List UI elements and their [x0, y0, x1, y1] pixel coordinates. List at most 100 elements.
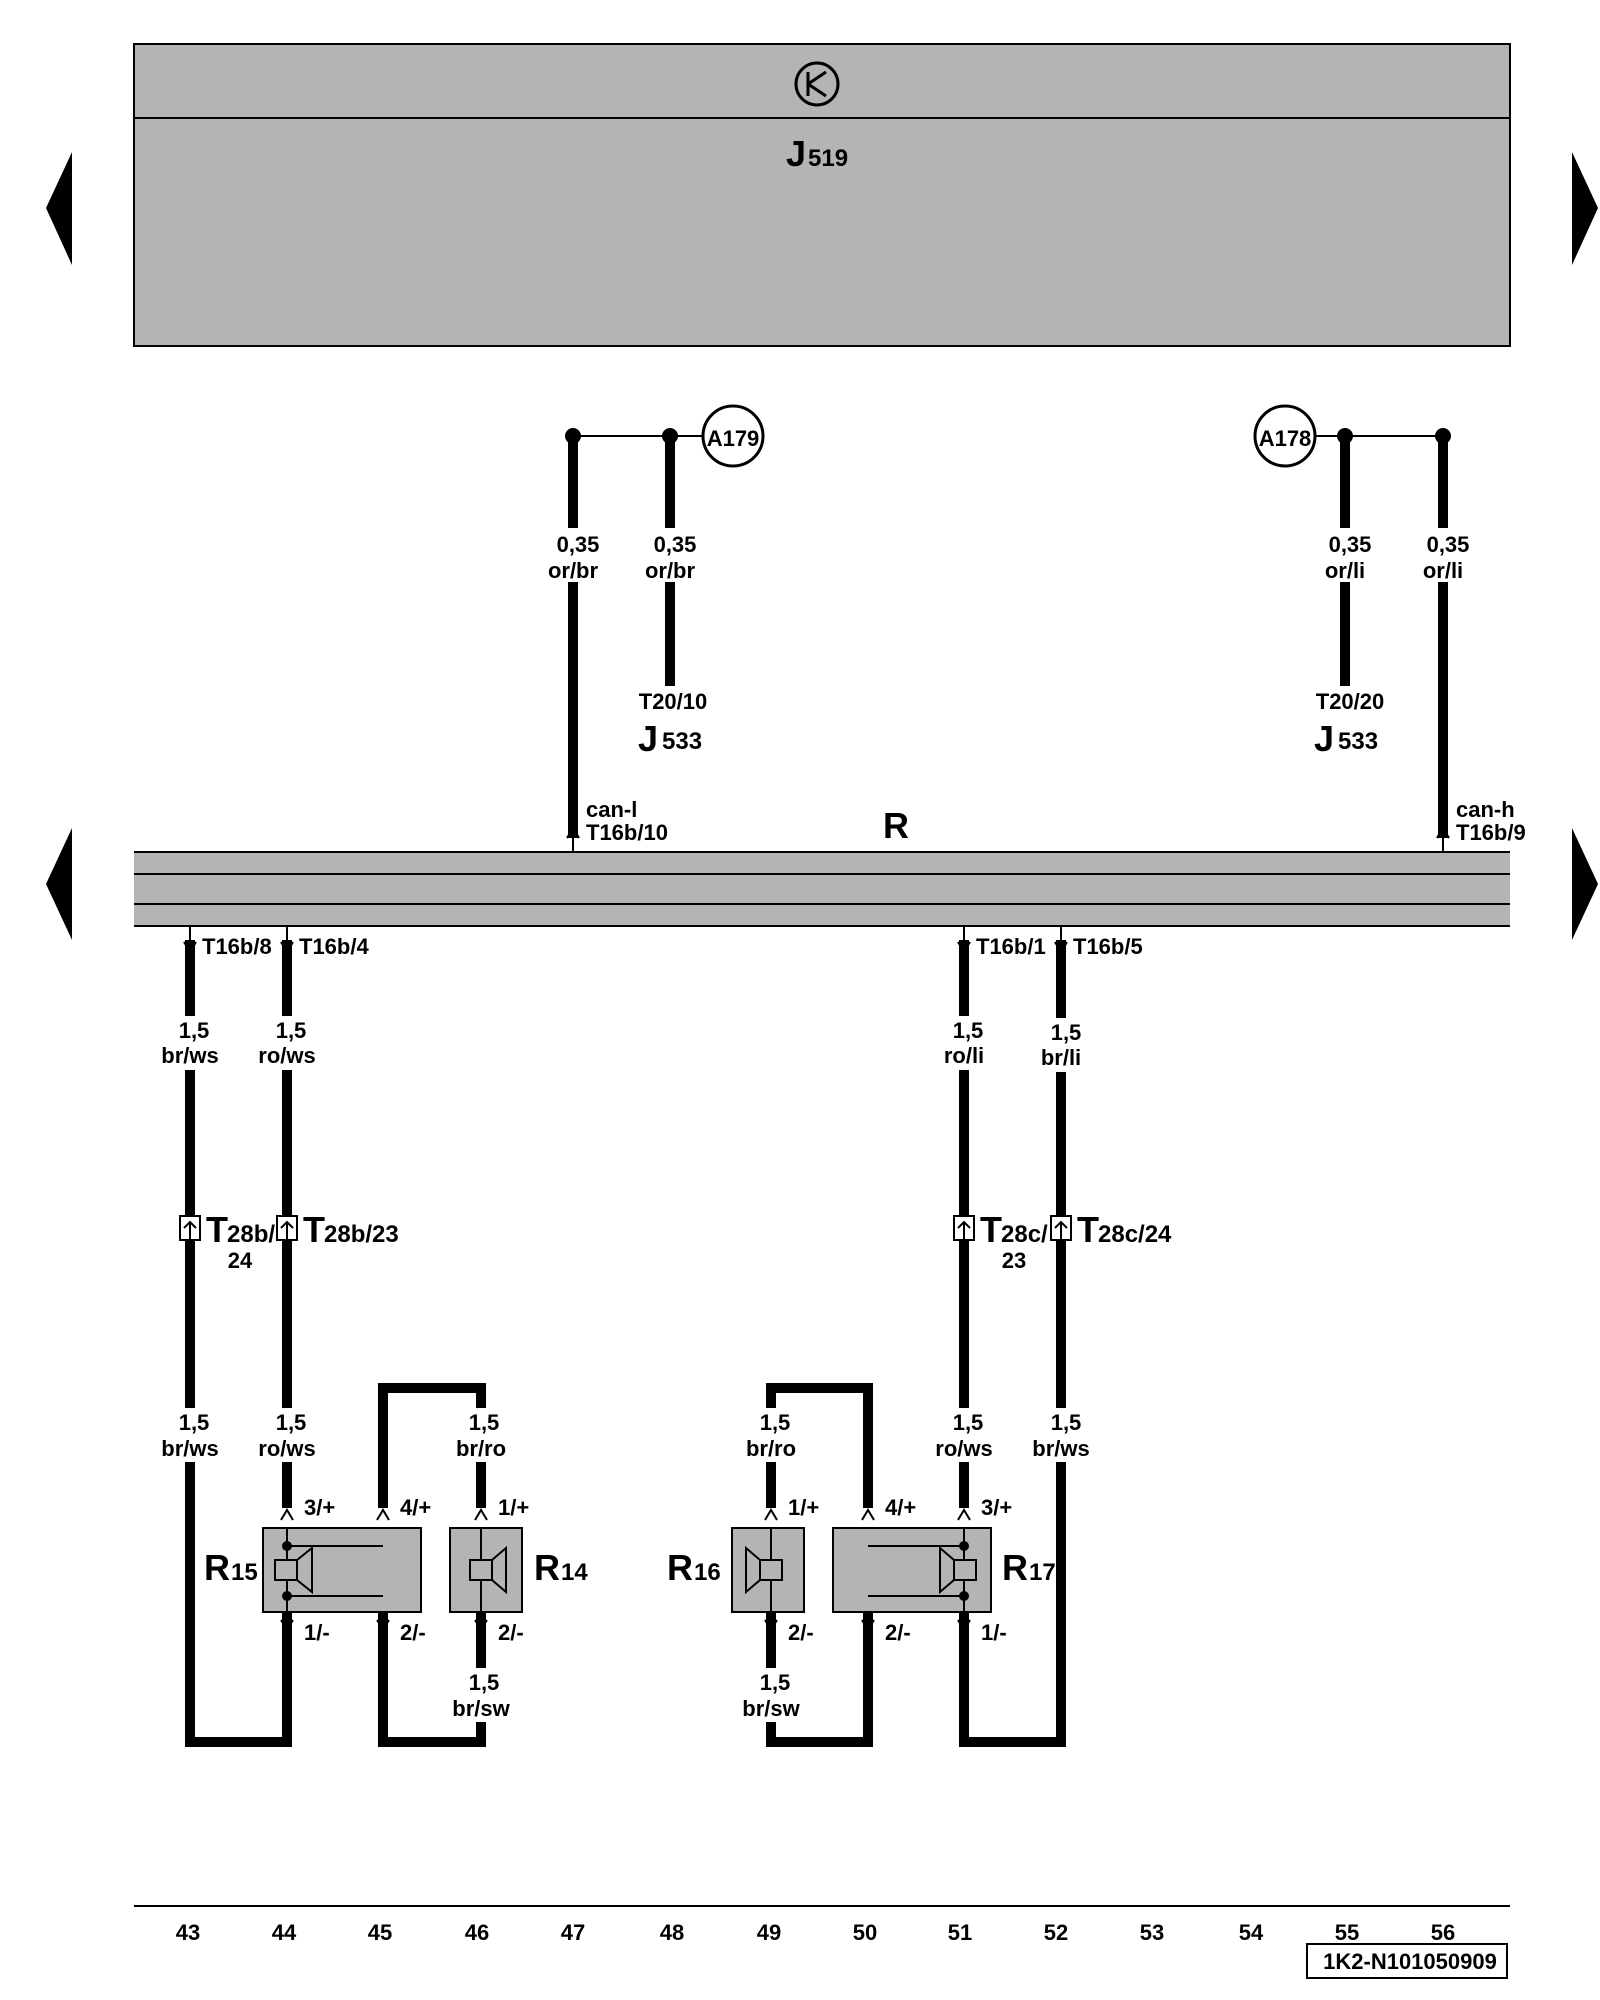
svg-text:J: J: [1314, 718, 1334, 759]
svg-text:1,5: 1,5: [469, 1670, 500, 1695]
connectors-t28[interactable]: T 28b/ 24 T 28b/23 T 28c/ 23 T 28c/24: [179, 1209, 1172, 1273]
connector-j533-t20-20[interactable]: T20/20 J 533: [1314, 689, 1384, 759]
connector-t28b-24: T 28b/ 24: [179, 1209, 275, 1273]
wire-col-52: [959, 940, 1066, 1747]
svg-text:br/sw: br/sw: [742, 1696, 800, 1721]
svg-text:R: R: [534, 1547, 560, 1588]
svg-text:br/ro: br/ro: [746, 1436, 796, 1461]
wire-label-bottom: 1,5 br/sw 1,5 br/sw: [448, 1668, 804, 1722]
svg-text:3/+: 3/+: [304, 1495, 335, 1520]
svg-text:52: 52: [1044, 1920, 1068, 1945]
svg-text:1,5: 1,5: [276, 1410, 307, 1435]
svg-text:R: R: [667, 1547, 693, 1588]
svg-text:T16b/5: T16b/5: [1073, 934, 1143, 959]
wire-r16-r17-minus: [766, 1592, 873, 1747]
svg-text:br/ws: br/ws: [161, 1043, 218, 1068]
speaker-pin-arrows: [280, 1508, 971, 1632]
nav-left-top-arrow[interactable]: [46, 152, 72, 265]
speaker-r16[interactable]: R 16: [667, 1527, 805, 1613]
module-j519-label: J: [786, 133, 806, 174]
svg-text:50: 50: [853, 1920, 877, 1945]
svg-text:ro/li: ro/li: [944, 1043, 984, 1068]
svg-text:2/-: 2/-: [400, 1620, 426, 1645]
svg-text:48: 48: [660, 1920, 684, 1945]
svg-text:or/li: or/li: [1423, 558, 1463, 583]
svg-text:0,35: 0,35: [557, 532, 600, 557]
svg-text:0,35: 0,35: [1427, 532, 1470, 557]
speaker-icon: [296, 1545, 313, 1595]
speaker-icon: [939, 1545, 955, 1595]
svg-text:24: 24: [228, 1248, 253, 1273]
speaker-r14[interactable]: R 14: [449, 1527, 588, 1613]
svg-text:ro/ws: ro/ws: [258, 1436, 315, 1461]
svg-text:17: 17: [1029, 1559, 1056, 1586]
svg-text:15: 15: [231, 1559, 258, 1586]
svg-text:1/+: 1/+: [788, 1495, 819, 1520]
svg-text:23: 23: [1002, 1248, 1026, 1273]
svg-text:T20/10: T20/10: [639, 689, 708, 714]
svg-text:T16b/10: T16b/10: [586, 820, 668, 845]
svg-text:46: 46: [465, 1920, 489, 1945]
svg-text:44: 44: [272, 1920, 297, 1945]
svg-text:3/+: 3/+: [981, 1495, 1012, 1520]
speaker-pin-labels: 3/+ 4/+ 1/+ 1/+ 4/+ 3/+ 1/- 2/- 2/- 2/- …: [304, 1495, 1012, 1645]
ground-point-a179[interactable]: A179: [701, 404, 765, 468]
svg-text:T16b/4: T16b/4: [299, 934, 369, 959]
svg-text:1/-: 1/-: [981, 1620, 1007, 1645]
wire-label-mid: 1,5 br/ws 1,5 ro/ws 1,5 ro/li 1,5 br/li: [157, 1016, 1094, 1072]
svg-text:br/ws: br/ws: [1032, 1436, 1089, 1461]
svg-text:ro/ws: ro/ws: [935, 1436, 992, 1461]
nav-left-bus-arrow[interactable]: [46, 828, 72, 940]
svg-text:533: 533: [1338, 728, 1378, 755]
svg-text:T: T: [303, 1209, 325, 1250]
speaker-icon: [491, 1545, 507, 1595]
svg-text:28c/: 28c/: [1001, 1221, 1048, 1248]
svg-text:56: 56: [1431, 1920, 1455, 1945]
svg-text:T16b/9: T16b/9: [1456, 820, 1526, 845]
svg-text:1K2-N101050909: 1K2-N101050909: [1323, 1949, 1497, 1974]
svg-text:R: R: [1002, 1547, 1028, 1588]
svg-text:1,5: 1,5: [760, 1670, 791, 1695]
bus-bottom-pins: T16b/8 T16b/4 T16b/1 T16b/5: [183, 926, 1143, 959]
svg-text:A178: A178: [1259, 426, 1312, 451]
svg-text:51: 51: [948, 1920, 972, 1945]
connector-t28c-24: T 28c/24: [1050, 1209, 1172, 1250]
svg-text:1,5: 1,5: [953, 1018, 984, 1043]
svg-text:1/+: 1/+: [498, 1495, 529, 1520]
svg-text:54: 54: [1239, 1920, 1264, 1945]
svg-text:45: 45: [368, 1920, 392, 1945]
wire-col-43: [185, 940, 292, 1747]
ground-point-a178[interactable]: A178: [1253, 404, 1317, 468]
svg-text:0,35: 0,35: [1329, 532, 1372, 557]
bus-pin-can-l[interactable]: can-l T16b/10: [586, 797, 668, 845]
svg-text:T: T: [206, 1209, 228, 1250]
nav-right-top-arrow[interactable]: [1572, 152, 1598, 265]
diagram-id: 1K2-N101050909: [1306, 1943, 1508, 1979]
svg-text:1,5: 1,5: [469, 1410, 500, 1435]
svg-text:533: 533: [662, 728, 702, 755]
bus-r-label: R: [883, 805, 909, 846]
svg-text:43: 43: [176, 1920, 200, 1945]
bus-r: R: [134, 805, 1510, 927]
svg-text:1,5: 1,5: [953, 1410, 984, 1435]
svg-text:1/-: 1/-: [304, 1620, 330, 1645]
svg-text:or/br: or/br: [645, 558, 696, 583]
svg-text:4/+: 4/+: [400, 1495, 431, 1520]
column-numbers: 43 44 45 46 47 48 49 50 51 52 53 54 55 5…: [176, 1920, 1455, 1945]
svg-text:can-h: can-h: [1456, 797, 1515, 822]
speaker-r17[interactable]: R 17: [832, 1527, 1056, 1613]
connector-j533-t20-10[interactable]: T20/10 J 533: [638, 689, 707, 759]
speaker-icon: [745, 1545, 761, 1595]
module-j519: J 519: [133, 43, 1511, 347]
svg-text:0,35: 0,35: [654, 532, 697, 557]
svg-text:or/br: or/br: [548, 558, 599, 583]
svg-text:A179: A179: [707, 426, 760, 451]
nav-right-bus-arrow[interactable]: [1572, 828, 1598, 940]
svg-text:br/sw: br/sw: [452, 1696, 510, 1721]
svg-text:28c/24: 28c/24: [1098, 1221, 1172, 1248]
speaker-r15[interactable]: R 15: [204, 1527, 422, 1613]
svg-text:1,5: 1,5: [179, 1018, 210, 1043]
wire-label-low: 1,5 br/ws 1,5 ro/ws 1,5 br/ro 1,5 br/ro …: [157, 1408, 1094, 1462]
bus-pin-can-h[interactable]: can-h T16b/9: [1456, 797, 1526, 845]
